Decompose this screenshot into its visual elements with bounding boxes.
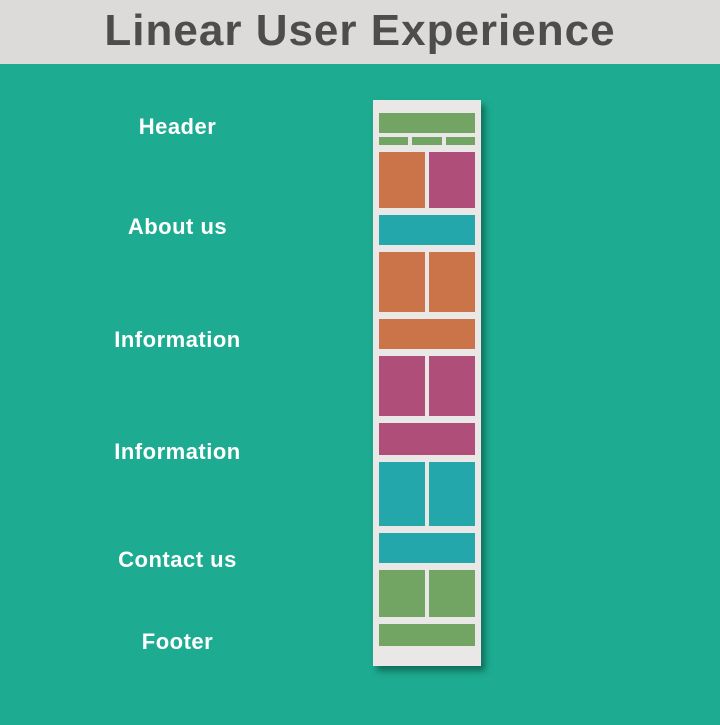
wireframe-row-about-content (379, 152, 475, 208)
wireframe-row-header-main (379, 113, 475, 133)
title-bar: Linear User Experience (0, 0, 720, 64)
wireframe-footer-content-1-block (379, 570, 425, 617)
wireframe-info2-content-1-block (379, 356, 425, 416)
wireframe-row-info2-banner (379, 423, 475, 455)
section-label-header: Header (138, 114, 217, 139)
wireframe-info2-banner-block (379, 423, 475, 455)
wireframe-header-nav-3-block (445, 137, 475, 145)
section-label-footer: Footer (141, 629, 214, 654)
wireframe-info2-content-2-block (429, 356, 475, 416)
wireframe-info1-content-1-block (379, 252, 425, 312)
section-label-information-2: Information (114, 439, 241, 464)
wireframe-footer-banner-block (379, 624, 475, 646)
section-label-about-us: About us (127, 214, 228, 239)
diagram-canvas: Header About us Information Information … (0, 64, 720, 725)
wireframe-contact-content-1-block (379, 462, 425, 526)
wireframe-contact-content-2-block (429, 462, 475, 526)
section-label-information-1: Information (114, 327, 241, 352)
wireframe-row-contact-content (379, 462, 475, 526)
wireframe-row-header-nav (379, 137, 475, 145)
wireframe-row-info1-content (379, 252, 475, 312)
wireframe-footer-content-2-block (429, 570, 475, 617)
wireframe-row-about-banner (379, 215, 475, 245)
page-title: Linear User Experience (104, 6, 616, 55)
section-label-contact-us: Contact us (118, 547, 237, 572)
wireframe-about-content-1-block (379, 152, 425, 208)
wireframe-header-main-block (379, 113, 475, 133)
wireframe-contact-banner-block (379, 533, 475, 563)
wireframe-about-banner-block (379, 215, 475, 245)
wireframe-about-content-2-block (429, 152, 475, 208)
wireframe-row-footer-banner (379, 624, 475, 646)
wireframe-column (373, 100, 481, 666)
wireframe-row-footer-content (379, 570, 475, 617)
wireframe-header-nav-1-block (379, 137, 409, 145)
wireframe-row-info1-banner (379, 319, 475, 349)
wireframe-row-info2-content (379, 356, 475, 416)
wireframe-row-contact-banner (379, 533, 475, 563)
wireframe-header-nav-2-block (412, 137, 442, 145)
wireframe-info1-content-2-block (429, 252, 475, 312)
wireframe-info1-banner-block (379, 319, 475, 349)
